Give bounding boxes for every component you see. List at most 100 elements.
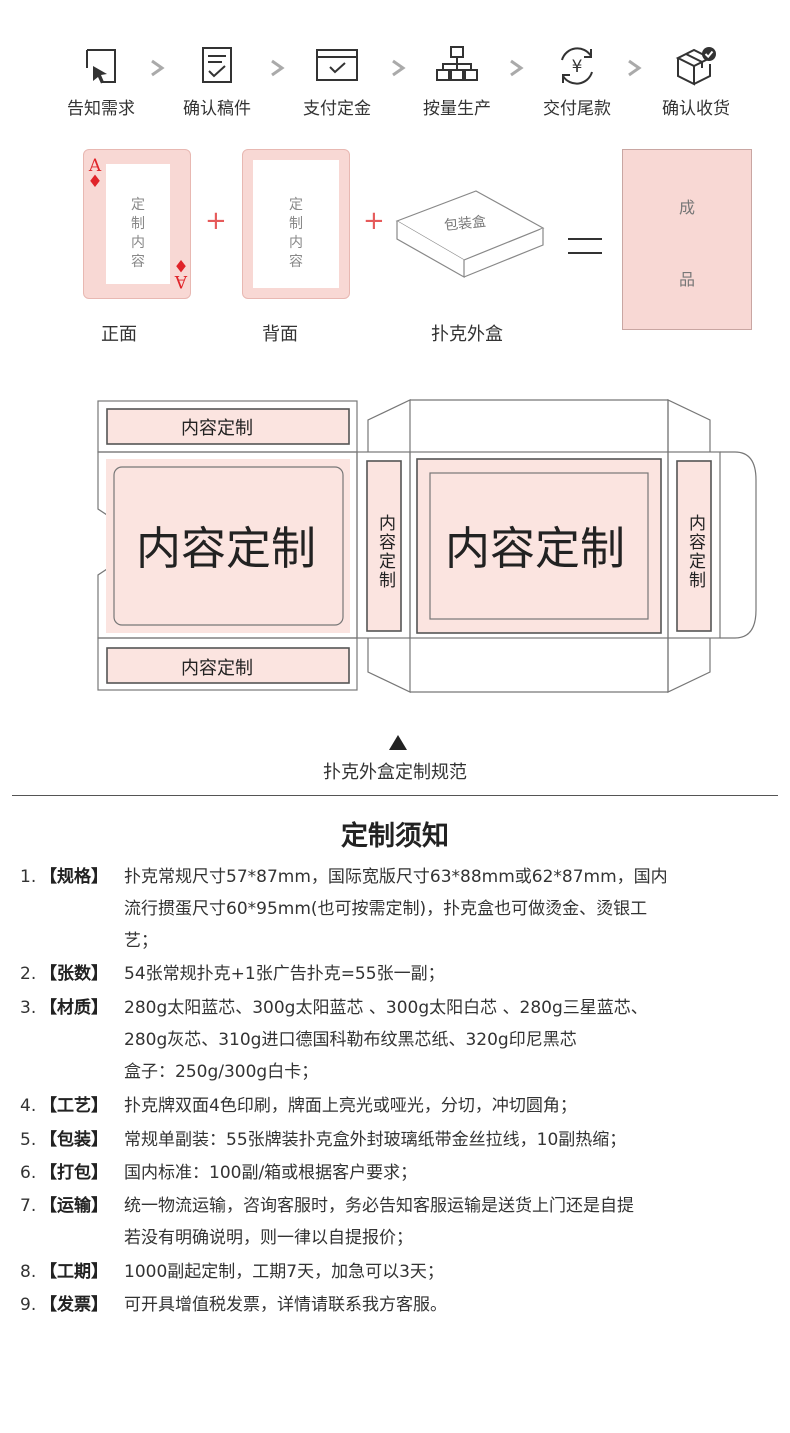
dieline-label-panel	[107, 409, 349, 444]
note-item: 5. 【包装】 常规单副装：55张牌装扑克盒外封玻璃纸带金丝拉线，10副热缩；	[20, 1124, 784, 1156]
note-number: 4.	[20, 1096, 37, 1116]
note-item: 3. 【材质】 280g太阳蓝芯、300g太阳蓝芯 、300g太阳白芯 、280…	[20, 992, 784, 1088]
card-front-preview: A ♦ 定 制 内 容 A ♦	[83, 149, 191, 299]
caption-front: 正面	[101, 324, 137, 345]
note-tag: 【运输】	[40, 1196, 108, 1216]
document-check-icon	[202, 47, 232, 83]
note-text: 扑克牌双面4色印刷，牌面上亮光或哑光，分切，冲切圆角；	[124, 1096, 577, 1116]
product-label-top: 成	[678, 198, 695, 217]
payment-window-icon	[316, 49, 358, 81]
note-tag: 【发票】	[40, 1295, 108, 1315]
front-text-char: 定	[131, 197, 145, 213]
dieline-front-main-label: 内容定制	[136, 522, 317, 575]
dieline-main-content-area	[113, 466, 344, 626]
triangle-up-icon	[389, 735, 407, 750]
note-number: 1.	[20, 867, 37, 887]
note-tag: 【包装】	[40, 1130, 108, 1150]
diamond-suit-icon: ♦	[173, 255, 189, 275]
equals-icon	[568, 238, 602, 266]
note-item: 8. 【工期】 1000副起定制，工期7天，加急可以3天；	[20, 1256, 784, 1288]
chevron-right-icon	[510, 59, 524, 77]
note-text: 1000副起定制，工期7天，加急可以3天；	[124, 1262, 444, 1282]
note-item: 6. 【打包】 国内标准：100副/箱或根据客户要求；	[20, 1157, 784, 1189]
step-label: 交付尾款	[543, 99, 611, 119]
ace-rank: A	[88, 156, 102, 176]
notes-title: 定制须知	[341, 821, 449, 852]
note-text: 统一物流运输，咨询客服时，务必告知客服运输是送货上门还是自提 若没有明确说明，则…	[124, 1196, 634, 1248]
chevron-right-icon	[392, 59, 406, 77]
note-tag: 【规格】	[40, 867, 108, 887]
product-label-bottom: 品	[678, 270, 695, 289]
chevron-right-icon	[271, 59, 285, 77]
note-text: 扑克常规尺寸57*87mm，国际宽版尺寸63*88mm或62*87mm，国内 流…	[124, 867, 668, 951]
chevron-right-icon	[628, 59, 642, 77]
note-tag: 【张数】	[40, 964, 108, 984]
chevron-right-icon	[151, 59, 165, 77]
finished-product-preview: 成 品	[622, 149, 752, 330]
note-text: 54张常规扑克+1张广告扑克=55张一副；	[124, 964, 445, 984]
step-pay-deposit: 支付定金	[282, 44, 392, 119]
svg-text:¥: ¥	[572, 57, 583, 77]
note-number: 7.	[20, 1196, 37, 1216]
box-dieline	[97, 399, 757, 693]
step-mass-production: 按量生产	[402, 44, 512, 119]
dieline-spine-panel	[667, 451, 721, 639]
back-text-char: 容	[289, 254, 303, 270]
dieline-caption: 扑克外盒定制规范	[323, 762, 467, 783]
note-number: 3.	[20, 998, 37, 1018]
note-tag: 【打包】	[40, 1163, 108, 1183]
note-text: 常规单副装：55张牌装扑克盒外封玻璃纸带金丝拉线，10副热缩；	[124, 1130, 627, 1150]
cursor-icon	[86, 49, 116, 84]
dieline-spine-label: 内容定制	[375, 514, 395, 590]
note-number: 9.	[20, 1295, 37, 1315]
dieline-top-flap-label: 内容定制	[181, 418, 253, 439]
note-tag: 【工期】	[40, 1262, 108, 1282]
yen-refresh-icon: ¥	[561, 47, 593, 85]
note-number: 8.	[20, 1262, 37, 1282]
step-confirm-draft: 确认稿件	[162, 44, 272, 119]
back-text-char: 内	[289, 235, 303, 251]
caption-back: 背面	[262, 324, 298, 345]
note-item: 1. 【规格】 扑克常规尺寸57*87mm，国际宽版尺寸63*88mm或62*8…	[20, 861, 784, 957]
dieline-back-content-area	[429, 472, 649, 620]
note-number: 6.	[20, 1163, 37, 1183]
note-number: 5.	[20, 1130, 37, 1150]
dieline-bottom-flap-left	[97, 637, 358, 691]
plus-icon: +	[205, 206, 227, 236]
step-label: 告知需求	[67, 99, 135, 119]
diamond-suit-icon: ♦	[87, 172, 103, 192]
step-confirm-receipt: 确认收货	[641, 44, 751, 119]
step-label: 确认稿件	[183, 99, 251, 119]
note-item: 2. 【张数】 54张常规扑克+1张广告扑克=55张一副；	[20, 958, 784, 990]
step-inform-requirements: 告知需求	[46, 44, 156, 119]
step-label: 按量生产	[423, 99, 491, 119]
box-check-icon	[675, 47, 716, 86]
hierarchy-icon	[436, 46, 478, 81]
step-label: 支付定金	[303, 99, 371, 119]
note-item: 7. 【运输】 统一物流运输，咨询客服时，务必告知客服运输是送货上门还是自提 若…	[20, 1190, 784, 1254]
step-label: 确认收货	[662, 99, 730, 119]
card-back-preview: 定 制 内 容	[242, 149, 350, 299]
note-number: 2.	[20, 964, 37, 984]
ace-corner-bottom: A ♦	[172, 255, 190, 291]
note-tag: 【材质】	[40, 998, 108, 1018]
dieline-spine-label: 内容定制	[685, 514, 705, 590]
dieline-back-main-label: 内容定制	[445, 522, 626, 575]
back-text-char: 定	[289, 197, 303, 213]
card-front-content-area: 定 制 内 容	[106, 164, 170, 284]
step-pay-balance: ¥ 交付尾款	[522, 44, 632, 119]
front-text-char: 容	[131, 254, 145, 270]
section-divider	[12, 795, 778, 796]
note-text: 可开具增值税发票，详情请联系我方客服。	[124, 1295, 447, 1315]
note-text: 国内标准：100副/箱或根据客户要求；	[124, 1163, 418, 1183]
package-box-illustration	[395, 190, 545, 279]
card-back-content-area: 定 制 内 容	[253, 160, 339, 288]
front-text-char: 制	[131, 216, 145, 232]
note-item: 4. 【工艺】 扑克牌双面4色印刷，牌面上亮光或哑光，分切，冲切圆角；	[20, 1090, 784, 1122]
note-item: 9. 【发票】 可开具增值税发票，详情请联系我方客服。	[20, 1289, 784, 1321]
dieline-bottom-flap-label: 内容定制	[181, 658, 253, 679]
back-text-char: 制	[289, 216, 303, 232]
dieline-glue-tab	[720, 451, 757, 639]
note-text: 280g太阳蓝芯、300g太阳蓝芯 、300g太阳白芯 、280g三星蓝芯、 2…	[124, 998, 648, 1082]
caption-box: 扑克外盒	[431, 324, 503, 345]
